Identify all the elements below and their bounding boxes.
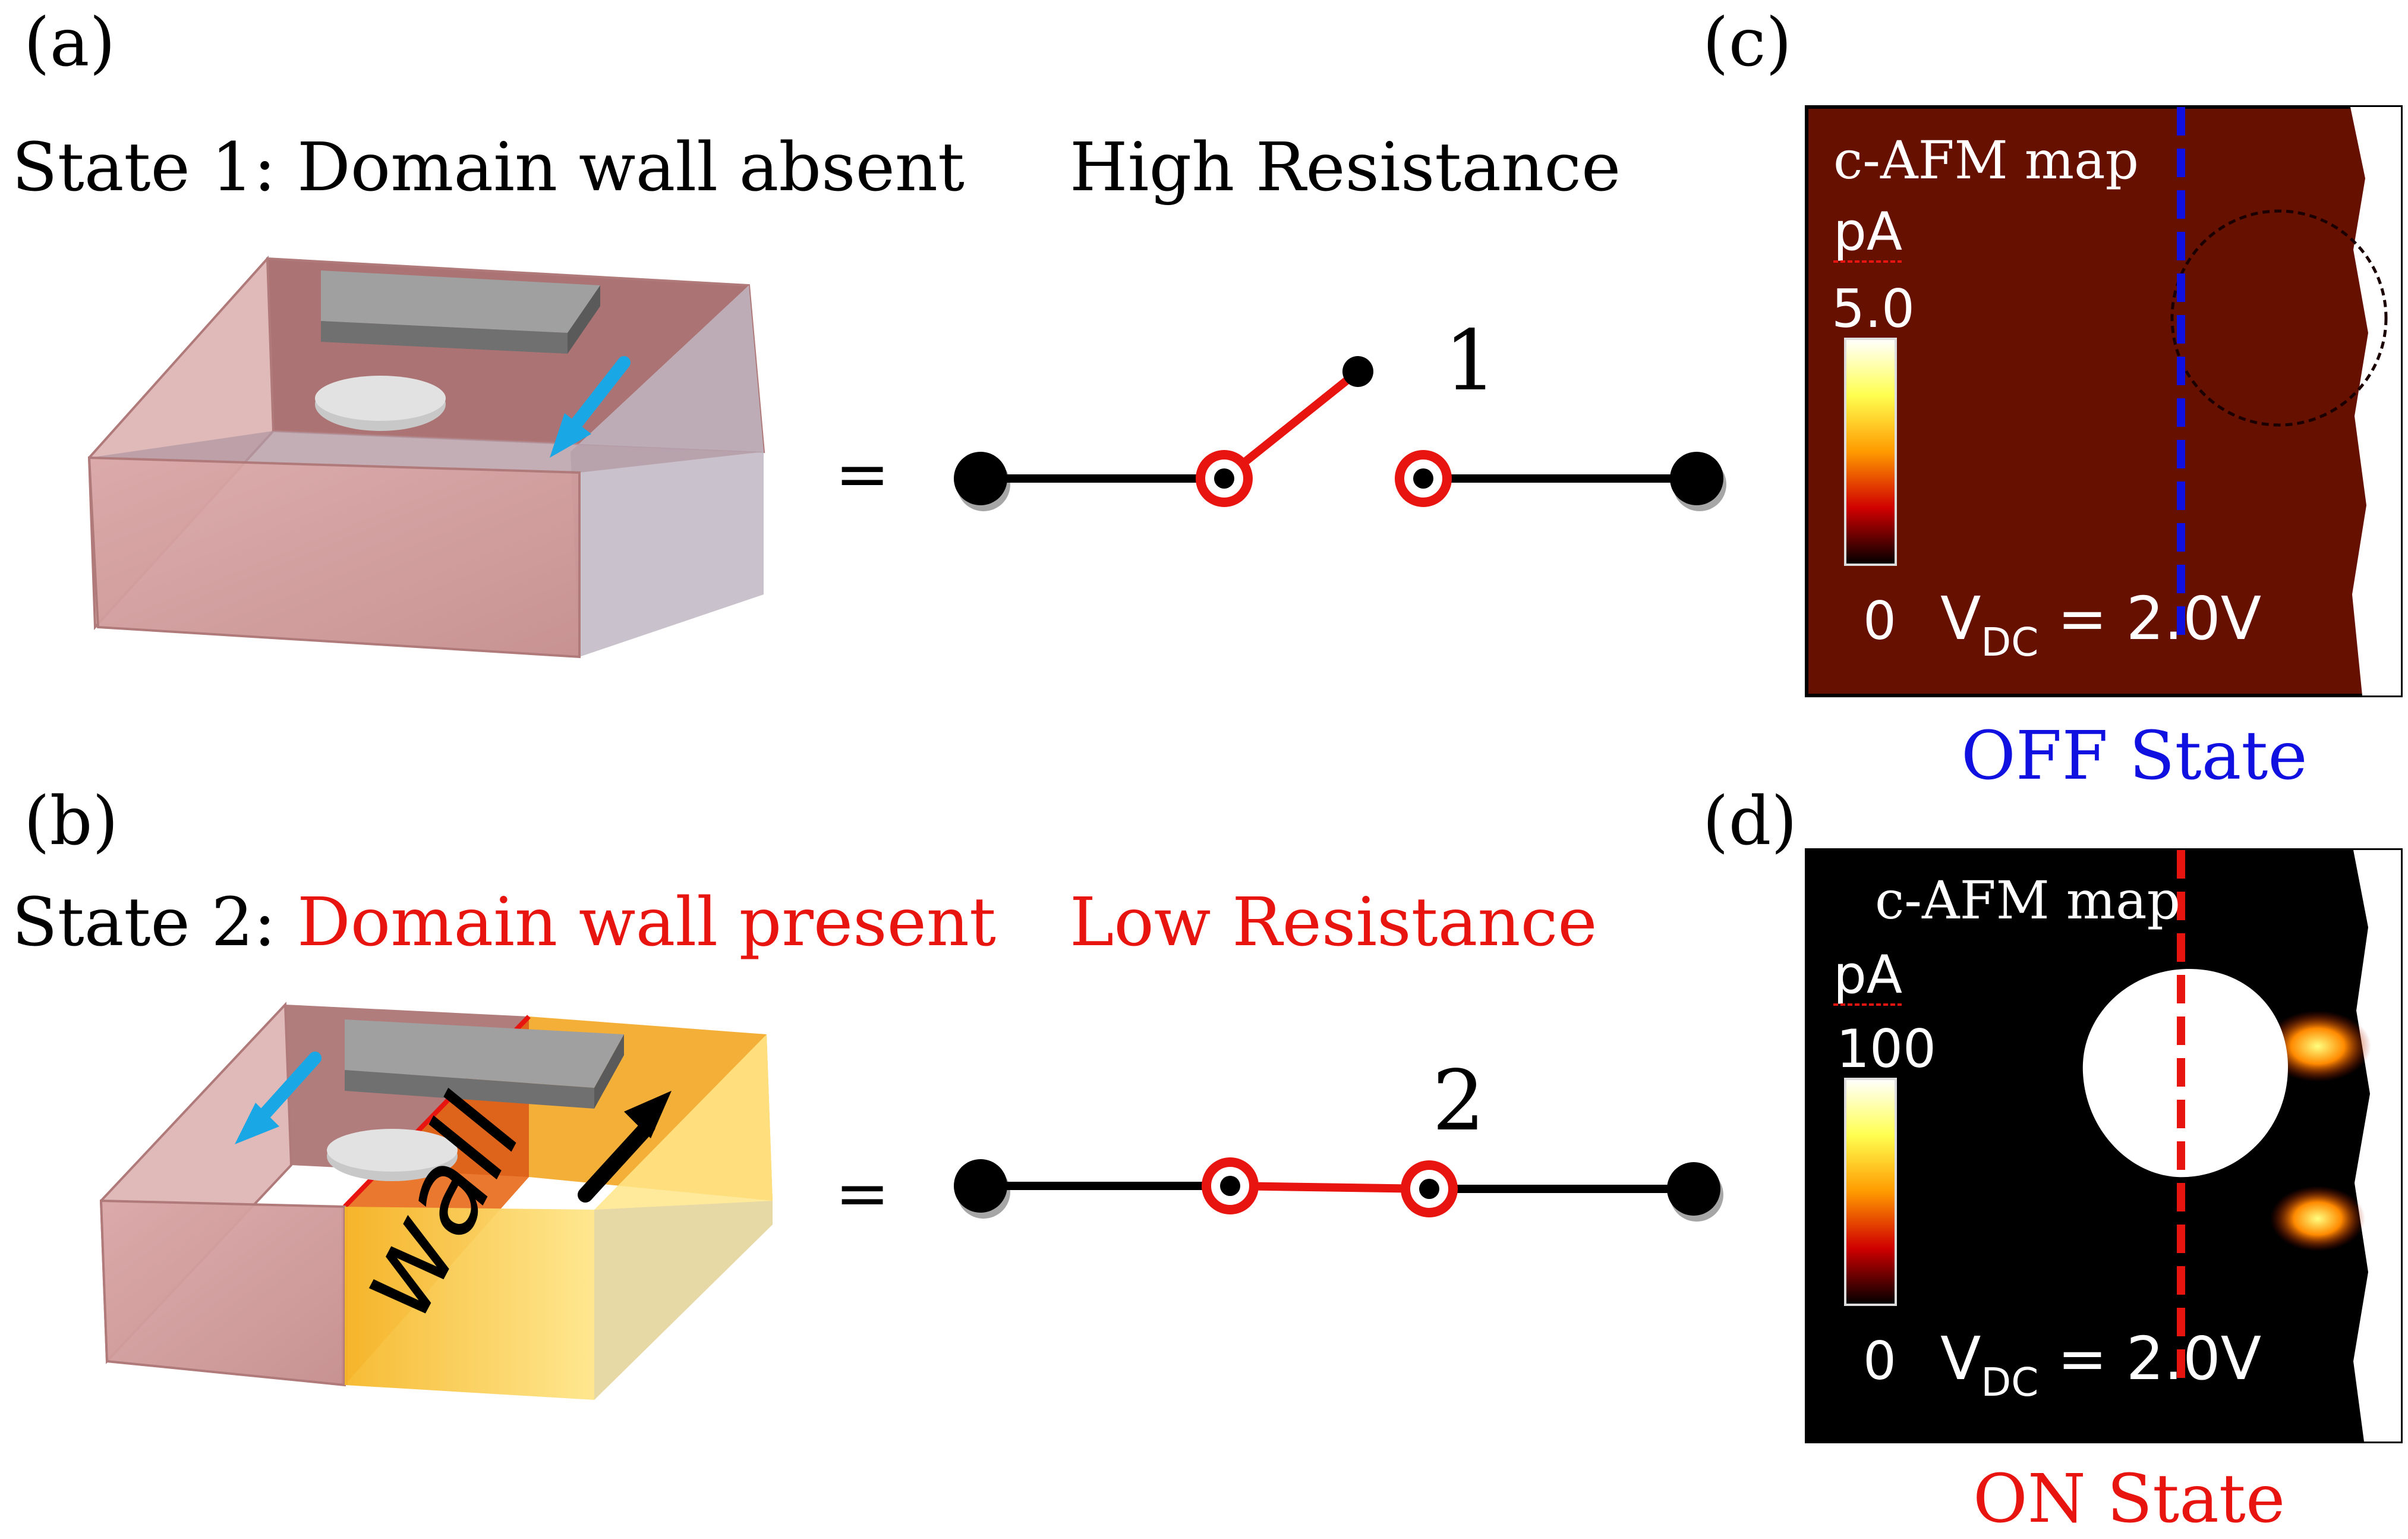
map-d-vdc: VDC = 2.0V: [1940, 1324, 2261, 1405]
current-flare-upper: [2264, 1011, 2371, 1082]
equals-sign-1: =: [835, 436, 890, 512]
map-d-scale-max: 100: [1836, 1018, 1936, 1079]
state1-text: Domain wall absent: [297, 129, 965, 206]
polarization-arrow-icon: [550, 356, 631, 458]
conducting-region: [2082, 968, 2288, 1178]
map-d-colorbar: [1844, 1078, 1897, 1306]
state1-heading: State 1: Domain wall absent: [12, 129, 965, 206]
map-c-state-label: OFF State: [1961, 717, 2308, 795]
map-c-vdc-v: V: [1940, 584, 1981, 653]
switch-number-1: 1: [1444, 313, 1497, 410]
state1-prefix: State 1:: [12, 129, 297, 206]
cafm-map-off: c-AFM map pA 5.0 0 VDC = 2.0V: [1805, 105, 2403, 697]
state1-resistance: High Resistance: [1070, 129, 1621, 206]
map-c-vdc-sub: DC: [1981, 619, 2038, 665]
switch-closed: [954, 1157, 1723, 1222]
map-c-title: c-AFM map: [1833, 130, 2139, 191]
map-c-vdc: VDC = 2.0V: [1940, 584, 2261, 665]
map-d-scale-min: 0: [1863, 1330, 1896, 1392]
map-d-unit: pA: [1833, 944, 1902, 1005]
cafm-map-on: c-AFM map pA 100 0 VDC = 2.0V: [1805, 848, 2403, 1443]
map-d-state-label: ON State: [1973, 1461, 2285, 1538]
switch-open: [954, 356, 1726, 511]
state2-resistance: Low Resistance: [1070, 884, 1597, 961]
map-c-scale-max: 5.0: [1832, 278, 1915, 339]
current-flare-lower: [2270, 1186, 2365, 1251]
tip-contact-outline: [2170, 209, 2388, 427]
map-c-scale-min: 0: [1863, 590, 1896, 652]
map-c-unit: pA: [1833, 201, 1902, 262]
device-state1: [87, 255, 765, 659]
state2-prefix: State 2:: [12, 884, 297, 961]
device-state2: wall: [99, 1002, 773, 1400]
polarization-arrow-left-icon: [235, 1052, 322, 1144]
map-d-vdc-sub: DC: [1981, 1359, 2038, 1405]
map-c-colorbar: [1844, 338, 1897, 566]
map-c-vdc-value: = 2.0V: [2038, 584, 2261, 653]
polarization-arrow-right-icon: [578, 1091, 672, 1203]
panel-label-c: (c): [1703, 4, 1792, 81]
state2-heading: State 2: Domain wall present: [12, 884, 996, 961]
panel-label-d: (d): [1703, 783, 1797, 860]
panel-label-b: (b): [24, 783, 118, 860]
state2-text: Domain wall present: [297, 884, 996, 961]
map-d-vdc-value: = 2.0V: [2038, 1324, 2261, 1393]
switch-number-2: 2: [1432, 1053, 1485, 1150]
panel-label-a: (a): [24, 4, 115, 81]
equals-sign-2: =: [835, 1155, 890, 1231]
map-d-vdc-v: V: [1940, 1324, 1981, 1393]
map-d-title: c-AFM map: [1875, 870, 2180, 931]
